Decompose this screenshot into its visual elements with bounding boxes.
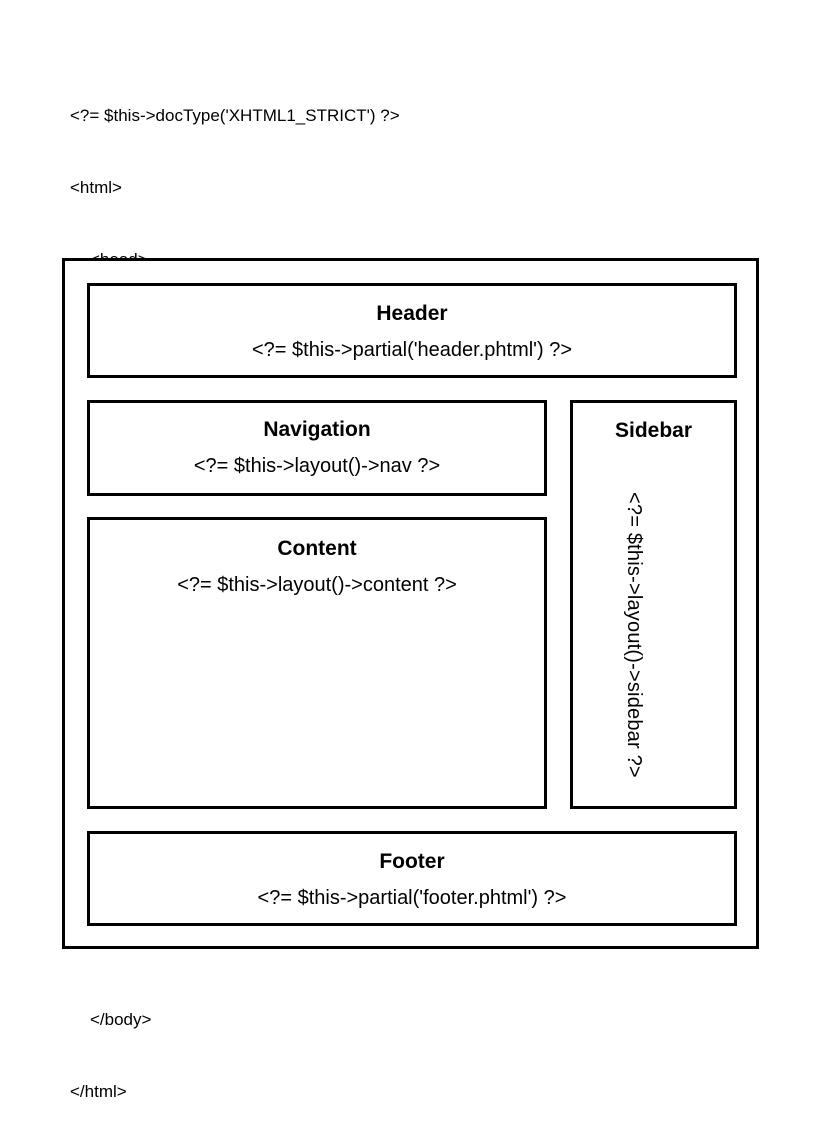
region-content: Content <?= $this->layout()->content ?> [87,517,547,809]
region-sidebar: Sidebar <?= $this->layout()->sidebar ?> [570,400,737,809]
code-line: <?= $this->docType('XHTML1_STRICT') ?> [70,106,400,125]
region-navigation-code: <?= $this->layout()->nav ?> [193,455,441,477]
region-footer: Footer <?= $this->partial('footer.phtml'… [87,831,737,926]
region-navigation-title: Navigation [263,418,371,441]
code-line: <html> [70,178,122,197]
region-header-title: Header [376,302,448,325]
region-footer-code: <?= $this->partial('footer.phtml') ?> [257,887,567,909]
region-sidebar-code-wrap: <?= $this->layout()->sidebar ?> [573,465,734,805]
code-line: </body> [90,1010,152,1029]
region-header: Header <?= $this->partial('header.phtml'… [87,283,737,378]
region-navigation: Navigation <?= $this->layout()->nav ?> [87,400,547,496]
region-sidebar-title: Sidebar [614,419,693,442]
layout-frame: Header <?= $this->partial('header.phtml'… [62,258,759,949]
region-sidebar-code: <?= $this->layout()->sidebar ?> [622,492,645,778]
code-line: </html> [70,1082,127,1101]
region-content-title: Content [277,537,357,560]
region-footer-title: Footer [379,850,445,873]
code-block-bottom: </body> </html> [0,960,816,1128]
region-content-code: <?= $this->layout()->content ?> [177,574,457,596]
region-header-code: <?= $this->partial('header.phtml') ?> [251,339,573,361]
